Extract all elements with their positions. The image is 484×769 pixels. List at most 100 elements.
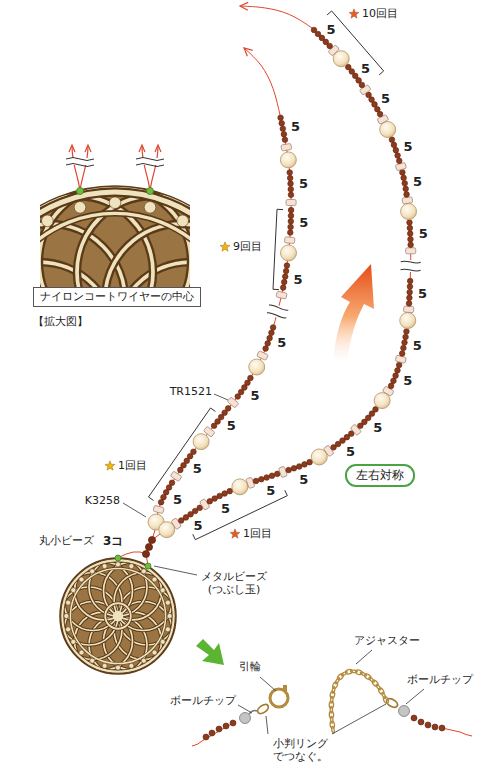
seed-bead [425, 722, 431, 728]
round-label: 10回目 [362, 7, 398, 20]
leader-line [332, 704, 386, 734]
bead-count: 3コ [103, 534, 123, 548]
round-bead [374, 393, 390, 409]
seed-bead [408, 242, 414, 248]
part-name: 引輪 [239, 660, 261, 673]
round-small-bead [145, 543, 152, 550]
seed-bead [169, 480, 175, 486]
seed-bead [393, 373, 399, 379]
bracket [193, 490, 288, 539]
callout-number: 5 [381, 91, 390, 104]
seed-bead [278, 115, 284, 121]
seed-bead [401, 345, 407, 351]
star-mark [220, 242, 230, 251]
seed-bead [263, 346, 269, 352]
seed-bead [407, 220, 413, 226]
seed-bead [267, 335, 273, 341]
seed-bead [191, 449, 197, 455]
seed-bead [288, 207, 294, 213]
seed-bead [402, 340, 408, 346]
seed-bead [418, 719, 424, 725]
seed-bead [223, 723, 229, 729]
part-name: ボールチップ [170, 694, 236, 707]
metal-bead [147, 188, 154, 195]
direction-arrow [333, 264, 374, 360]
seed-bead [269, 330, 275, 336]
callout-number: 5 [413, 174, 422, 187]
leader-line [238, 705, 252, 713]
filigree-pendant [60, 558, 176, 674]
seed-bead [391, 378, 397, 384]
callout-number: 5 [346, 444, 355, 457]
oval-ring [256, 703, 270, 716]
node-text: ナイロンコートワイヤーの中心 [40, 290, 194, 304]
seed-bead [158, 499, 164, 505]
seed-bead [264, 475, 270, 481]
seed-bead [270, 325, 276, 331]
wire [136, 145, 164, 191]
star-mark [105, 461, 115, 470]
callout-number: 5 [418, 286, 427, 299]
seed-bead [281, 131, 287, 137]
seed-bead [225, 406, 231, 412]
spring-ring [270, 689, 288, 707]
seed-bead [401, 175, 407, 181]
crystal-rondelle [395, 162, 406, 170]
seed-bead [407, 225, 413, 231]
callout-number: 5 [299, 176, 308, 189]
seed-bead [400, 170, 406, 176]
seed-bead [408, 236, 414, 242]
seed-bead [399, 351, 405, 357]
seed-bead [403, 186, 409, 192]
callout-number: 5 [361, 61, 370, 74]
callout-number: 5 [277, 336, 286, 349]
seed-bead [288, 181, 294, 187]
part-name: メタルビーズ (つぶし玉) [199, 570, 269, 596]
leader-line [123, 503, 146, 517]
crystal-rondelle [286, 199, 296, 205]
part-number: TR1521 [170, 385, 212, 398]
magnified-view [0, 145, 267, 490]
callout-number: 5 [293, 272, 302, 285]
break-mark [401, 260, 421, 272]
seed-bead [269, 473, 275, 479]
crystal-rondelle [281, 143, 292, 151]
seed-bead [406, 301, 412, 307]
callout-number: 5 [221, 501, 230, 514]
callout-number: 5 [173, 492, 182, 505]
leader-line [356, 650, 372, 664]
metal-bead [145, 563, 151, 569]
seed-bead [296, 464, 302, 470]
crystal-rondelle [406, 248, 416, 254]
adjuster-link [371, 679, 379, 687]
seed-bead [395, 368, 401, 374]
seed-bead [282, 137, 288, 143]
seed-bead [280, 126, 286, 132]
callout-number: 5 [251, 388, 260, 401]
seed-bead [280, 285, 286, 291]
seed-bead [230, 720, 236, 726]
seed-bead [283, 268, 289, 274]
seed-bead [279, 120, 285, 126]
seed-bead [396, 158, 402, 164]
node-text: 左右対称 [356, 468, 404, 483]
adjuster-link [336, 673, 344, 681]
seed-bead [217, 493, 223, 499]
seed-bead [222, 491, 228, 497]
seed-bead [407, 289, 413, 295]
next-step-arrow [196, 639, 224, 665]
seed-bead [402, 181, 408, 187]
seed-bead [265, 341, 271, 347]
round-small-bead [142, 550, 149, 557]
part-number: K3258 [85, 494, 120, 507]
leader-line [406, 689, 424, 704]
crystal-rondelle [395, 355, 406, 363]
seed-bead [203, 734, 209, 740]
wire [66, 145, 94, 191]
note-badge: 左右対称 [345, 464, 415, 487]
seed-bead [288, 219, 294, 225]
seed-bead [411, 715, 417, 721]
crystal-rondelle [257, 351, 269, 361]
clasp-illustration [192, 669, 472, 746]
